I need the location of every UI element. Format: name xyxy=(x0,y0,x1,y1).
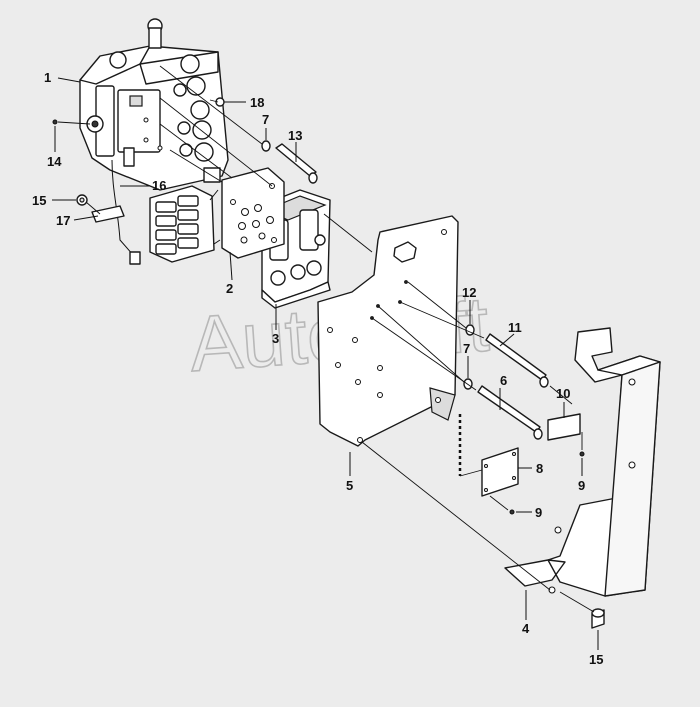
part-16-connector-harness xyxy=(111,159,221,265)
leader-lines xyxy=(52,77,599,650)
callout-1: 1 xyxy=(44,70,51,85)
part-15-bolt-top xyxy=(76,194,88,206)
callout-15-bottom: 15 xyxy=(589,652,603,667)
part-9-screw-b xyxy=(579,451,585,457)
part-14-screw xyxy=(52,119,58,125)
callout-2: 2 xyxy=(226,281,233,296)
part-4-bracket xyxy=(504,327,661,597)
part-1-valve-block-assembly xyxy=(79,18,229,191)
part-9-screw-a xyxy=(509,509,515,515)
callout-9-right: 9 xyxy=(578,478,585,493)
callout-7-top: 7 xyxy=(262,112,269,127)
assembly-axis-lines xyxy=(57,65,595,613)
callout-12: 12 xyxy=(462,285,476,300)
part-7-washer-top xyxy=(261,140,271,152)
callout-5: 5 xyxy=(346,478,353,493)
callout-7-mid: 7 xyxy=(463,341,470,356)
part-5-mounting-plate xyxy=(317,215,459,447)
callout-17: 17 xyxy=(56,213,70,228)
callout-14: 14 xyxy=(47,154,62,169)
part-8-cover-plate xyxy=(481,447,519,497)
part-2-gasket-plate xyxy=(221,167,285,259)
callout-16: 16 xyxy=(152,178,166,193)
callout-11: 11 xyxy=(508,320,522,335)
callout-4: 4 xyxy=(522,621,530,636)
callout-6: 6 xyxy=(500,373,507,388)
callout-15-top: 15 xyxy=(32,193,46,208)
callout-3: 3 xyxy=(272,331,279,346)
part-10-plate xyxy=(547,413,581,441)
callout-10: 10 xyxy=(556,386,570,401)
callout-labels: 1 2 3 4 5 6 7 7 8 9 9 10 11 12 13 14 15 … xyxy=(32,70,603,667)
part-15-bolt-bottom xyxy=(591,608,605,629)
part-6-rod xyxy=(477,385,543,440)
callout-18: 18 xyxy=(250,95,264,110)
part-17-clamp xyxy=(91,205,125,223)
callout-13: 13 xyxy=(288,128,302,143)
callout-9-left: 9 xyxy=(535,505,542,520)
callout-8: 8 xyxy=(536,461,543,476)
part-11-rod xyxy=(485,333,549,388)
